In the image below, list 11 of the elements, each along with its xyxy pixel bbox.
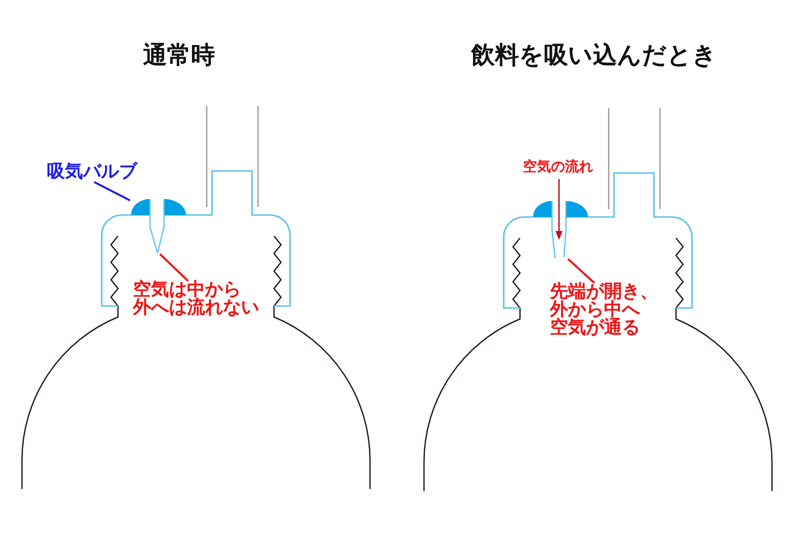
part-label: 吸気バルブ <box>47 161 137 182</box>
valve <box>532 200 589 259</box>
valve <box>130 198 187 254</box>
leader-line <box>567 258 596 284</box>
callout-text: 空気は中から外へは流れない <box>133 281 259 317</box>
leader-line <box>159 253 189 282</box>
leader-line <box>94 181 130 202</box>
panel-title: 通常時 <box>143 41 215 70</box>
callout-text: 先端が開き、外から中へ空気が通る <box>550 283 658 337</box>
flow-label: 空気の流れ <box>523 159 593 176</box>
panel-title: 飲料を吸い込んだとき <box>471 41 717 70</box>
